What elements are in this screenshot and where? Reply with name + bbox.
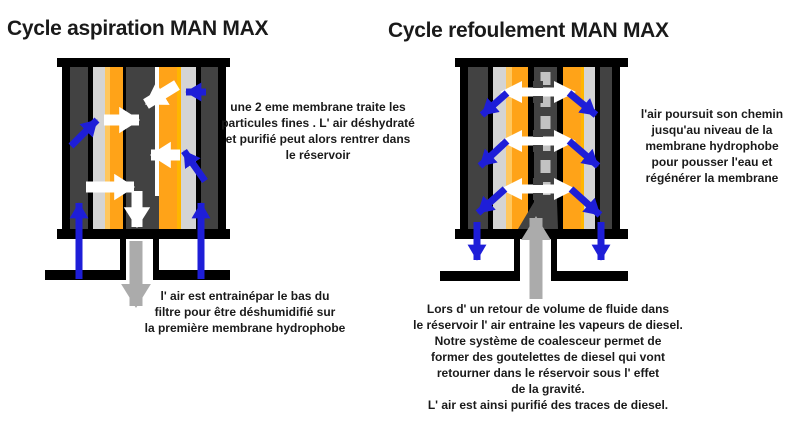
blue-arrow-diagonal xyxy=(477,138,510,169)
stripe-wall xyxy=(88,67,93,229)
filter-neck xyxy=(45,239,230,280)
stripe-membrane-edge xyxy=(105,67,110,229)
neck-wall xyxy=(153,239,159,271)
title-cycle-refoulement: Cycle refoulement MAN MAX xyxy=(388,19,669,42)
stripe-coalescer xyxy=(110,67,123,229)
arrow-notch xyxy=(533,178,543,185)
blue-arrow-diagonal xyxy=(566,90,599,118)
white-arrow-diagonal xyxy=(143,80,180,109)
neck-wall xyxy=(514,239,520,272)
stripe-membrane-edge xyxy=(506,67,512,229)
filter-neck xyxy=(440,239,628,281)
stripe-wall xyxy=(460,67,468,229)
arrow-notch xyxy=(533,193,543,200)
stripe-media xyxy=(600,67,612,229)
blue-arrow-diagonal xyxy=(68,117,100,149)
stripe-membrane xyxy=(93,67,105,229)
neck-flange xyxy=(551,271,628,281)
blue-arrow-diagonal xyxy=(181,148,208,184)
blue-arrow-diagonal xyxy=(479,90,510,118)
stripe-membrane-edge xyxy=(177,67,181,229)
stripe-membrane xyxy=(181,67,196,229)
stripe-wall xyxy=(528,67,534,229)
stripe-membrane-edge xyxy=(581,67,584,229)
stripe-media xyxy=(70,67,88,229)
arrow-notch xyxy=(533,81,543,88)
neck-wall xyxy=(120,239,126,271)
neck-wall xyxy=(551,239,557,272)
arrow-notch xyxy=(533,96,543,103)
filter-refoulement xyxy=(440,58,628,299)
white-double-arrow xyxy=(500,178,576,200)
stripe-membrane xyxy=(584,67,595,229)
stripe-core xyxy=(155,196,159,229)
filter-top-cap xyxy=(57,58,230,67)
note-aspiration-intake: l' air est entrainépar le bas du filtre … xyxy=(144,289,346,335)
blue-arrow-diagonal xyxy=(568,186,603,218)
air-flow-arrows xyxy=(467,81,611,299)
note-aspiration-membrane: une 2 eme membrane traite les particules… xyxy=(221,100,415,162)
arrow-notch xyxy=(533,130,543,137)
neck-flange xyxy=(153,270,230,280)
filter-top-cap xyxy=(455,58,628,67)
title-cycle-aspiration: Cycle aspiration MAN MAX xyxy=(7,17,269,40)
stripe-wall xyxy=(595,67,600,229)
neck-flange xyxy=(45,270,126,280)
stripe-wall xyxy=(218,67,226,229)
stripe-gap xyxy=(155,67,159,196)
stripe-wall xyxy=(196,67,201,229)
white-double-arrow xyxy=(500,81,576,103)
stripe-media xyxy=(201,67,218,229)
neck-flange xyxy=(440,271,520,281)
arrow-notch xyxy=(533,145,543,152)
stripe-wall xyxy=(612,67,620,229)
filter-aspiration xyxy=(45,58,230,308)
note-refoulement-membrane: l'air poursuit son chemin jusqu'au nivea… xyxy=(640,107,784,185)
air-flow-arrows xyxy=(68,80,211,308)
note-refoulement-return: Lors d' un retour de volume de fluide da… xyxy=(413,302,683,412)
white-double-arrow xyxy=(500,130,576,152)
stripe-wall xyxy=(123,67,126,229)
stripe-wall xyxy=(62,67,70,229)
blue-arrow-diagonal xyxy=(475,186,508,216)
stripe-wall xyxy=(488,67,493,229)
filter-bottom-cap xyxy=(57,229,230,239)
blue-arrow-diagonal xyxy=(566,138,601,169)
